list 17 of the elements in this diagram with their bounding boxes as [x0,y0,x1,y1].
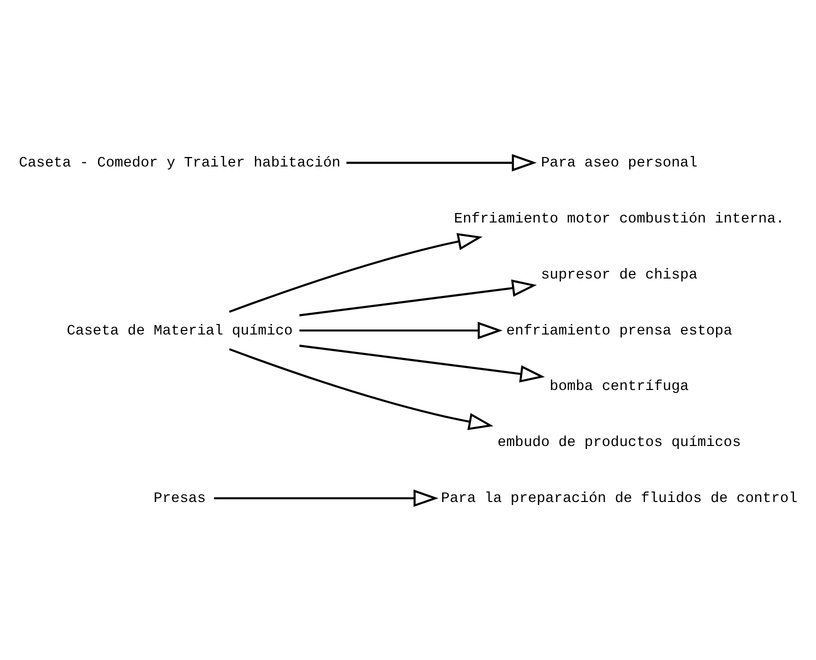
node-text: Enfriamiento motor combustión interna. [454,211,784,228]
node-text: Para aseo personal [540,155,698,172]
node-text: enfriamiento prensa estopa [506,322,732,339]
arrow [299,321,503,339]
node-text: bomba centrífuga [550,378,689,395]
node-text: Caseta - Comedor y Trailer habitación [18,155,341,172]
node-text: Para la preparación de fluidos de control [441,490,798,507]
arrow [346,154,537,171]
node-text: Caseta de Material químico [66,322,293,339]
arrow [299,279,537,316]
arrow [229,348,494,430]
arrow [299,344,545,382]
arrow [229,232,483,312]
node-text: supresor de chispa [540,266,698,283]
arrow [214,489,438,506]
node-text: Presas [154,490,206,507]
node-text: embudo de productos químicos [498,434,741,451]
